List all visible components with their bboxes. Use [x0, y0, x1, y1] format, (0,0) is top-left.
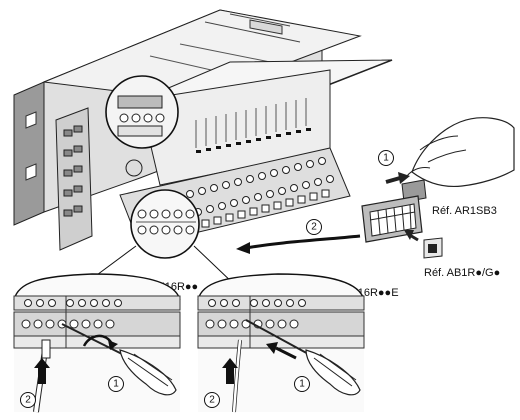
screwdriver-left: [61, 323, 177, 396]
led-row: [196, 128, 311, 153]
svg-text:1: 1: [113, 379, 119, 390]
svg-text:1: 1: [383, 153, 389, 164]
marker-label-part: [423, 237, 443, 259]
shunt-comb[interactable]: [361, 195, 423, 243]
zoom-circle-top: [105, 75, 179, 149]
arrow-marker-insert: [404, 230, 419, 242]
step-circle-right-2: 2: [204, 392, 220, 408]
ref-shunt-label: Réf. AR1SB3: [432, 205, 497, 217]
terminal-module: [13, 9, 393, 251]
svg-text:2: 2: [25, 395, 31, 406]
step-circle-2-arrow: 2: [306, 219, 322, 235]
arrow-push-right: [266, 342, 297, 360]
wire-right: [232, 339, 242, 413]
step-circle-left-2: 2: [20, 392, 36, 408]
svg-text:2: 2: [311, 222, 317, 233]
svg-text:2: 2: [209, 395, 215, 406]
step-circle-1-hand: 1: [378, 150, 394, 166]
zoom-circle-terminals: [130, 189, 200, 259]
din-rail-bracket: [13, 81, 45, 226]
arrow-insert-shunt: [236, 234, 361, 254]
arrow-up-left: [34, 358, 50, 384]
fuse-holder: [125, 159, 143, 177]
screwdriver-right: [245, 319, 361, 396]
ref-marker-label: Réf. AB1R●/G●: [424, 267, 500, 279]
svg-text:1: 1: [299, 379, 305, 390]
hand-illustration: [403, 117, 515, 188]
shunt-tab[interactable]: [401, 179, 427, 203]
step-circle-left-1: 1: [108, 376, 124, 392]
arrow-up-right: [222, 358, 238, 384]
arrow-pull-up: [385, 172, 410, 184]
step-circle-right-1: 1: [294, 376, 310, 392]
